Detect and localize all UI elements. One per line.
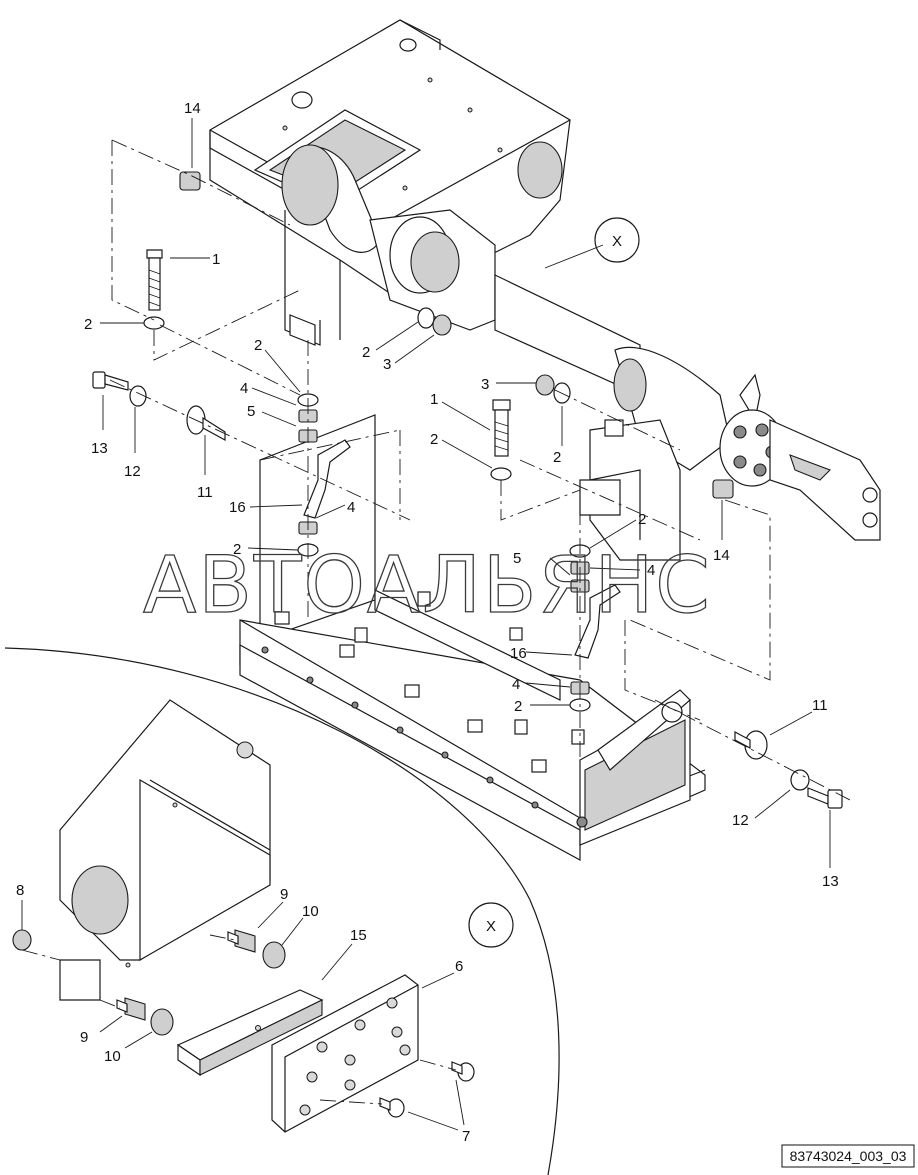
stop-14 — [712, 479, 734, 499]
callout-4: 4 — [347, 499, 355, 516]
callout-4: 4 — [647, 562, 655, 579]
leader-lines — [21, 118, 831, 1131]
callout-5: 5 — [513, 550, 521, 567]
callout-2: 2 — [233, 541, 241, 558]
nut-3 — [535, 374, 555, 396]
callout-1: 1 — [430, 391, 438, 408]
detail-marker-bottom: X — [468, 902, 514, 948]
screw-7 — [451, 1061, 475, 1082]
detail-marker-label: X — [612, 233, 622, 250]
cap-10 — [150, 1008, 174, 1036]
wear-plate — [271, 974, 419, 1133]
washer-2 — [143, 316, 165, 330]
callout-9: 9 — [280, 886, 288, 903]
bolt-9 — [116, 997, 146, 1021]
bolt-1-left — [146, 249, 163, 311]
callout-2: 2 — [514, 698, 522, 715]
callout-10: 10 — [302, 903, 319, 920]
detail-view-arc — [4, 647, 560, 1175]
callout-2: 2 — [362, 344, 370, 361]
callout-12: 12 — [732, 812, 749, 829]
bracket-plate — [579, 419, 681, 561]
bolt-13-right — [807, 787, 843, 809]
watermark: АВТОАЛЬЯНС — [143, 541, 712, 631]
stop-14 — [179, 171, 201, 191]
bolt-13-left — [92, 371, 129, 391]
callout-4: 4 — [240, 380, 248, 397]
nut-3 — [432, 314, 452, 336]
detail-marker-top: X — [594, 217, 640, 263]
spacer-bar — [176, 989, 324, 1077]
clip-16 — [303, 439, 351, 519]
detail-x-housing — [59, 699, 271, 1001]
callout-12: 12 — [124, 463, 141, 480]
callout-13: 13 — [822, 873, 839, 890]
callout-9: 9 — [80, 1029, 88, 1046]
washer-12 — [129, 385, 147, 407]
callout-14: 14 — [184, 100, 201, 117]
callout-3: 3 — [383, 356, 391, 373]
pin-11-right — [734, 730, 768, 760]
callout-16: 16 — [229, 499, 246, 516]
callout-13: 13 — [91, 440, 108, 457]
washer-12 — [790, 769, 810, 791]
callout-2: 2 — [254, 337, 262, 354]
callout-1: 1 — [212, 251, 220, 268]
blade-assembly — [239, 414, 706, 862]
center-lines — [21, 139, 851, 1105]
drawing-reference: 83743024_003_03 — [781, 1144, 915, 1168]
callout-14: 14 — [713, 547, 730, 564]
callout-3: 3 — [481, 376, 489, 393]
callout-10: 10 — [104, 1048, 121, 1065]
callout-7: 7 — [462, 1128, 470, 1145]
pivot-tube — [281, 144, 881, 541]
cap-10 — [262, 941, 286, 969]
bolt-1-right — [492, 399, 511, 457]
screw-7 — [379, 1097, 405, 1118]
callout-15: 15 — [350, 927, 367, 944]
blade-bolt-row — [274, 591, 585, 773]
callout-2: 2 — [430, 431, 438, 448]
detail-marker-label: X — [486, 918, 496, 935]
nut-8 — [12, 929, 32, 951]
callout-8: 8 — [16, 882, 24, 899]
callout-2: 2 — [638, 511, 646, 528]
pin-11-left — [186, 405, 226, 442]
bolt-9 — [227, 929, 256, 953]
washer-2 — [417, 307, 435, 329]
washer-2 — [490, 467, 512, 481]
callout-6: 6 — [455, 958, 463, 975]
callout-labels: 14 1 2 2 2 3 3 1 4 5 2 2 13 12 11 16 4 2… — [16, 100, 839, 1145]
callout-16: 16 — [510, 645, 527, 662]
callout-4: 4 — [512, 676, 520, 693]
clip-16 — [574, 584, 621, 659]
drawing-reference-number: 83743024_003_03 — [790, 1148, 907, 1164]
callout-11: 11 — [197, 484, 213, 501]
callout-2: 2 — [84, 316, 92, 333]
callout-11: 11 — [812, 697, 828, 714]
callout-5: 5 — [247, 403, 255, 420]
callout-2: 2 — [553, 449, 561, 466]
